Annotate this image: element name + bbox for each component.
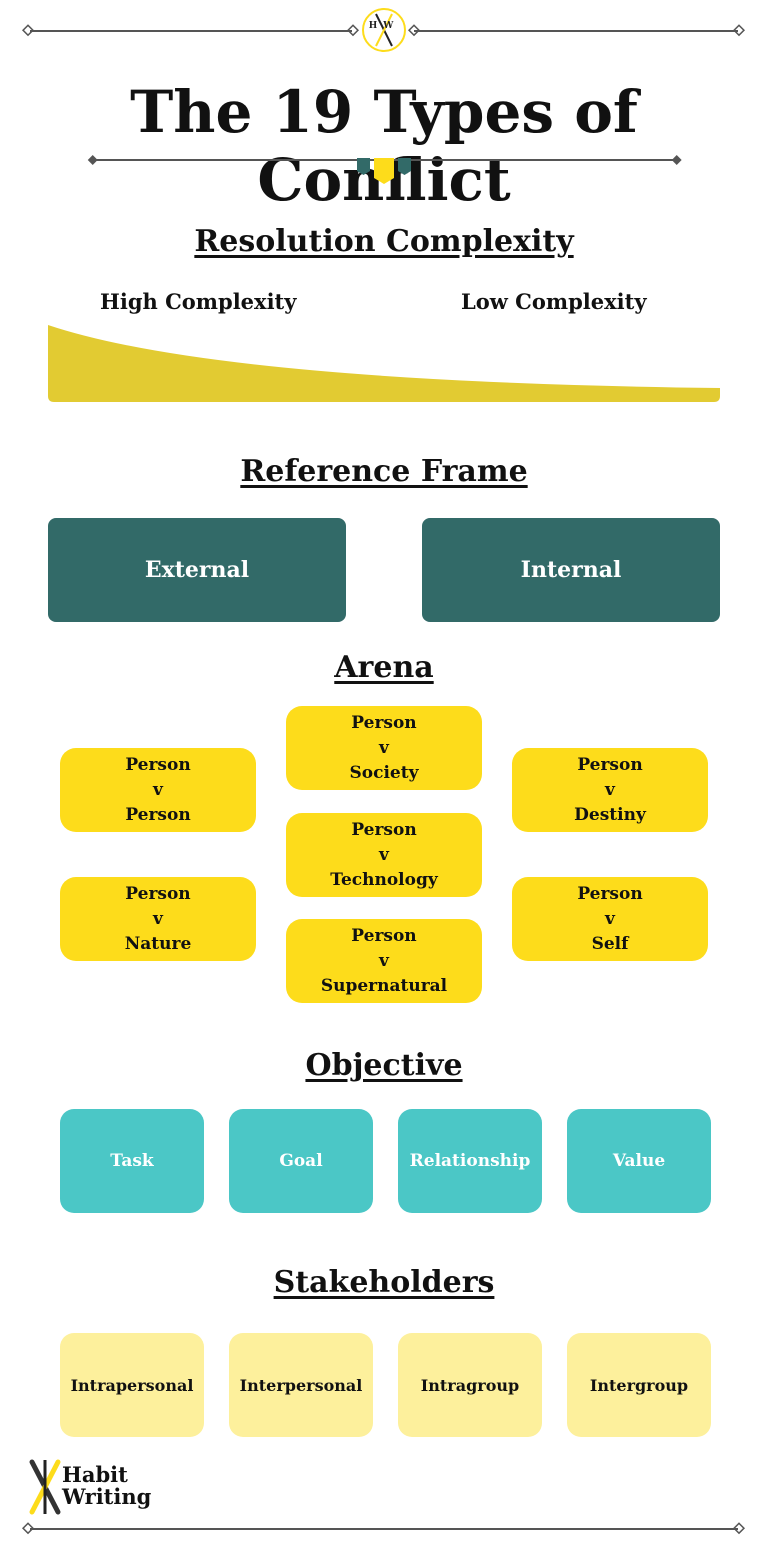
crossed-pens-icon <box>29 1459 61 1515</box>
arena-title: Arena <box>334 650 434 685</box>
page-title: The 19 Types of Conflict <box>130 78 638 214</box>
stakeholder-intragroup: Intragroup <box>398 1333 542 1437</box>
objective-value: Value <box>567 1109 711 1213</box>
objective-relationship: Relationship <box>398 1109 542 1213</box>
high-complexity-label: High Complexity <box>100 289 297 314</box>
logo-line-1: Habit <box>62 1462 128 1487</box>
logo-line-2: Writing <box>62 1484 152 1509</box>
title-divider <box>87 155 682 184</box>
stakeholder-intergroup: Intergroup <box>567 1333 711 1437</box>
seal-text: HW <box>368 21 400 31</box>
external-box: External <box>48 518 346 622</box>
resolution-title: Resolution Complexity <box>194 224 574 259</box>
stakeholders-title: Stakeholders <box>273 1265 495 1300</box>
footer-logo-text: Habit Writing <box>62 1464 151 1508</box>
reference-frame-title: Reference Frame <box>240 454 528 489</box>
objective-task: Task <box>60 1109 204 1213</box>
bottom-divider <box>21 1522 746 1535</box>
banner-left-icon <box>357 158 370 175</box>
seal-icon <box>362 8 406 52</box>
objective-title: Objective <box>305 1048 463 1083</box>
stakeholder-intrapersonal: Intrapersonal <box>60 1333 204 1437</box>
banner-center-icon <box>374 158 394 184</box>
top-ornament <box>21 8 746 52</box>
stakeholder-interpersonal: Interpersonal <box>229 1333 373 1437</box>
objective-goal: Goal <box>229 1109 373 1213</box>
low-complexity-label: Low Complexity <box>461 289 647 314</box>
internal-box: Internal <box>422 518 720 622</box>
banner-right-icon <box>398 158 411 175</box>
complexity-wedge <box>48 325 720 402</box>
